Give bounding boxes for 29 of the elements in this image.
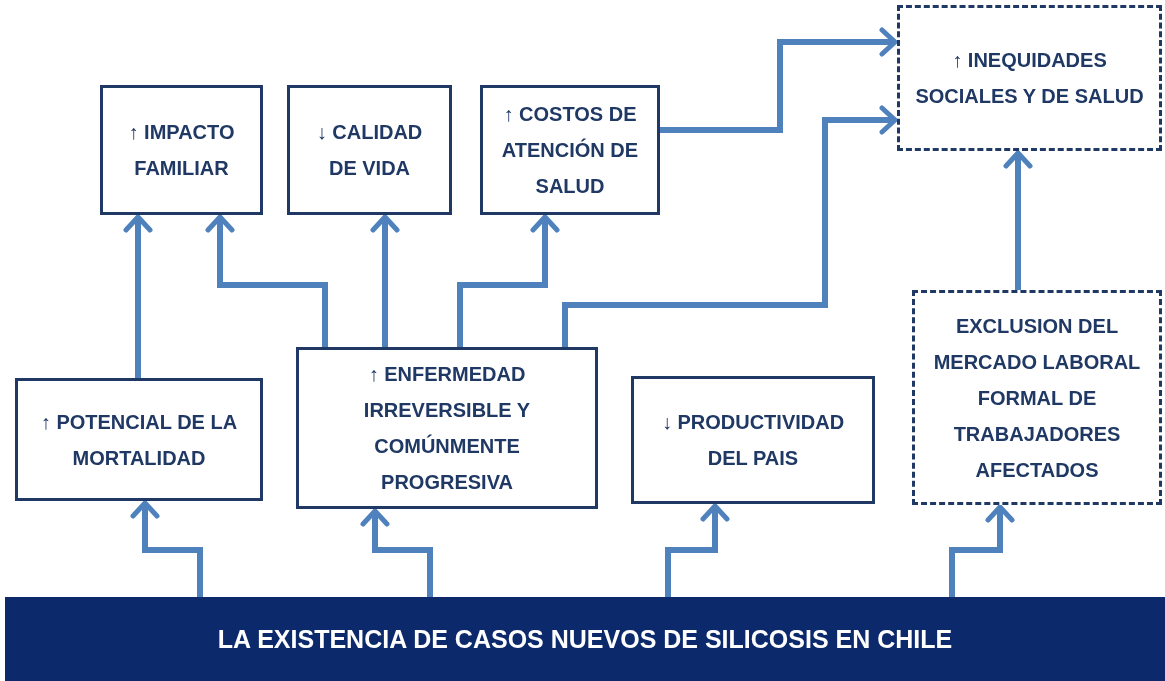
box-text: ↑ ENFERMEDAD IRREVERSIBLE Y COMÚNMENTE PROGRESIVA: [362, 362, 532, 495]
arrow: [949, 504, 1015, 597]
title-band: [5, 597, 1165, 681]
arrow: [370, 214, 400, 347]
arrow: [457, 214, 560, 347]
process-box: [631, 376, 875, 504]
band-title: LA EXISTENCIA DE CASOS NUEVOS DE SILICOSIS EN CHILE: [217, 624, 953, 655]
box-text: EXCLUSION DEL MERCADO LABORAL FORMAL DE TRABAJADORES AFECTADOS: [932, 313, 1142, 483]
arrow: [360, 508, 433, 597]
box-text: ↑ COSTOS DE ATENCIÓN DE SALUD: [500, 102, 640, 199]
box-text: ↑ IMPACTO FAMILIAR: [127, 120, 236, 181]
process-box: [480, 85, 660, 215]
process-box: [296, 347, 598, 509]
box-text: ↑ POTENCIAL DE LA MORTALIDAD: [39, 409, 239, 471]
process-box: [100, 85, 263, 215]
arrow: [660, 27, 898, 133]
box-text: ↓ PRODUCTIVIDAD DEL PAIS: [660, 410, 846, 471]
arrow: [1003, 150, 1033, 290]
arrow: [123, 214, 153, 378]
dashed-box: [897, 5, 1162, 151]
box-text: ↓ CALIDAD DE VIDA: [315, 120, 424, 181]
process-box: [15, 378, 263, 501]
box-text: ↑ INEQUIDADES SOCIALES Y DE SALUD: [914, 48, 1145, 109]
arrow: [665, 503, 730, 597]
process-box: [287, 85, 452, 215]
arrow: [562, 105, 898, 347]
dashed-box: [912, 290, 1162, 505]
arrow: [205, 214, 328, 347]
arrow: [130, 500, 203, 597]
